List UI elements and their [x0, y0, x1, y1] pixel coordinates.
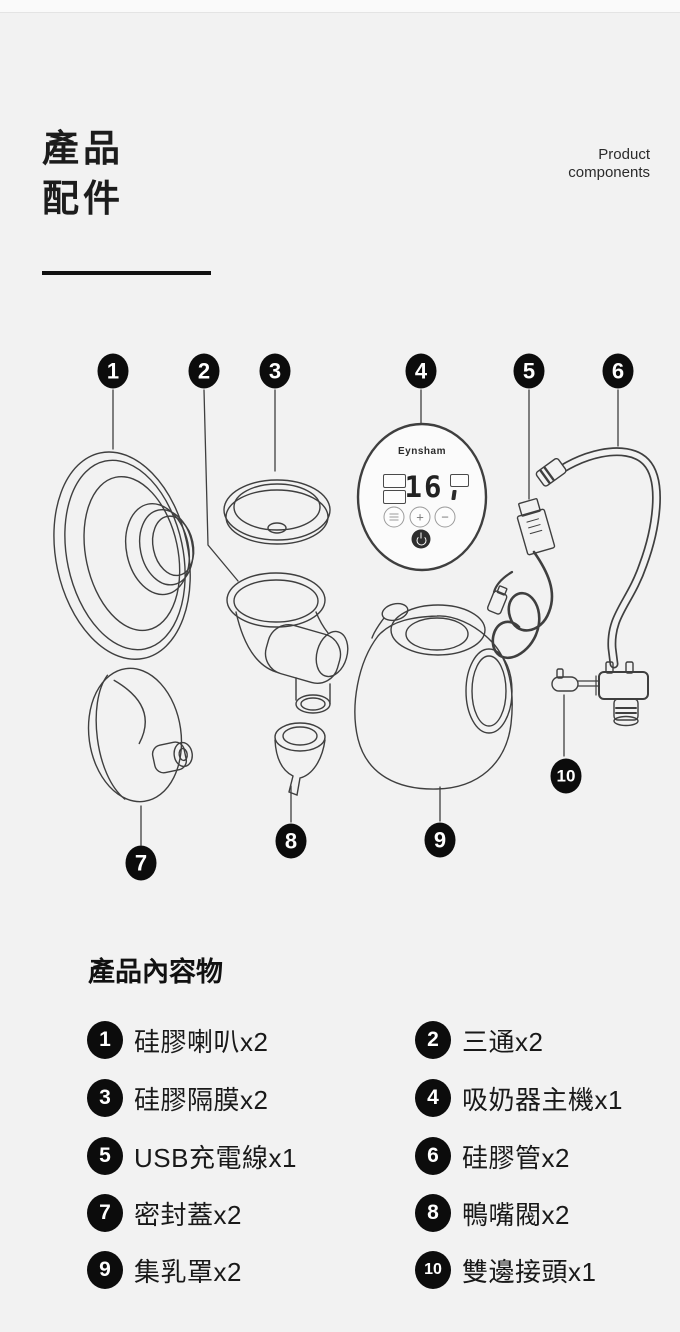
page-title: 產品 配件 [42, 124, 124, 224]
lcd-mode-indicator-2 [383, 490, 406, 504]
list-item-8: 8 鴨嘴閥x2 [415, 1194, 570, 1232]
controller-illustration [356, 422, 488, 572]
top-strip [0, 0, 680, 13]
collection-cup-illustration [354, 602, 513, 790]
seal-cover-illustration [87, 667, 193, 803]
part-badge-6: 6 [602, 353, 634, 389]
lcd-level-value: 16 [404, 470, 444, 504]
plus-button: + [409, 506, 431, 528]
list-item-5: 5 USB充電線x1 [87, 1137, 297, 1175]
list-item-6: 6 硅膠管x2 [415, 1137, 570, 1175]
part-badge-7: 7 [125, 845, 157, 881]
item-label: 雙邊接頭x1 [462, 1256, 597, 1287]
part-badge-3: 3 [259, 353, 291, 389]
contents-heading: 產品內容物 [88, 957, 223, 987]
diaphragm-illustration [223, 479, 331, 545]
item-number-badge: 4 [415, 1079, 451, 1117]
item-label: 硅膠隔膜x2 [134, 1084, 269, 1115]
item-label: 鴨嘴閥x2 [462, 1199, 570, 1230]
list-item-9: 9 集乳罩x2 [87, 1251, 242, 1289]
page-subtitle: Product components [568, 146, 650, 182]
silicone-tube-illustration [535, 447, 661, 669]
minus-button: − [434, 506, 456, 528]
list-item-2: 2 三通x2 [415, 1021, 543, 1059]
item-number-badge: 9 [87, 1251, 123, 1289]
item-label: 硅膠喇叭x2 [134, 1026, 269, 1057]
list-item-7: 7 密封蓋x2 [87, 1194, 242, 1232]
page-subtitle-line1: Product [598, 146, 650, 163]
tee-connector-illustration [226, 572, 349, 714]
item-number-badge: 6 [415, 1137, 451, 1175]
list-item-1: 1 硅膠喇叭x2 [87, 1021, 268, 1059]
duckbill-valve-illustration [274, 722, 326, 796]
lcd-mode-indicator-1 [383, 474, 406, 488]
list-item-4: 4 吸奶器主機x1 [415, 1079, 623, 1117]
brand-label: Eynsham [398, 446, 446, 457]
part-badge-2: 2 [188, 353, 220, 389]
power-button-icon [411, 529, 431, 549]
item-number-badge: 8 [415, 1194, 451, 1232]
item-number-badge: 1 [87, 1021, 123, 1059]
part-badge-5: 5 [513, 353, 545, 389]
item-label: 硅膠管x2 [462, 1142, 570, 1173]
item-label: 三通x2 [462, 1026, 544, 1057]
list-item-3: 3 硅膠隔膜x2 [87, 1079, 268, 1117]
mode-button [383, 506, 405, 528]
item-number-badge: 3 [87, 1079, 123, 1117]
leader-lines [112, 389, 619, 846]
item-label: 密封蓋x2 [134, 1199, 242, 1230]
lcd-mode-indicator-3 [450, 474, 469, 487]
part-badge-10: 10 [550, 758, 582, 794]
part-badge-1: 1 [97, 353, 129, 389]
item-number-badge: 2 [415, 1021, 451, 1059]
part-badge-4: 4 [405, 353, 437, 389]
flange-illustration [53, 451, 195, 660]
part-badge-9: 9 [424, 822, 456, 858]
item-number-badge: 10 [415, 1251, 451, 1289]
item-number-badge: 7 [87, 1194, 123, 1232]
usb-cable-illustration [486, 498, 556, 660]
item-label: 集乳罩x2 [134, 1256, 242, 1287]
title-underline [42, 271, 211, 275]
item-label: USB充電線x1 [134, 1142, 297, 1173]
item-number-badge: 5 [87, 1137, 123, 1175]
part-badge-8: 8 [275, 823, 307, 859]
double-connector-illustration [551, 661, 649, 727]
item-label: 吸奶器主機x1 [462, 1084, 623, 1115]
list-item-10: 10 雙邊接頭x1 [415, 1251, 596, 1289]
page-title-line1: 產品 [42, 128, 124, 169]
page-subtitle-line2: components [568, 164, 650, 181]
page-title-line2: 配件 [42, 178, 124, 219]
